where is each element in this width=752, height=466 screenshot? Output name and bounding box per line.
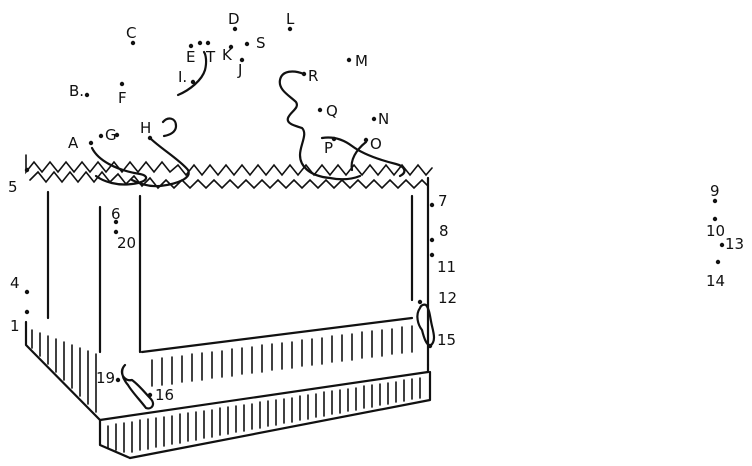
label-6: 6 bbox=[111, 205, 121, 223]
chest-outline bbox=[24, 154, 436, 460]
letter-labels: A B. C D E F G H I. J K L M N O P Q R S … bbox=[68, 10, 389, 157]
label-19: 19 bbox=[96, 369, 115, 387]
label-o: O bbox=[370, 135, 382, 153]
label-20: 20 bbox=[117, 234, 136, 252]
drape-shapes bbox=[90, 50, 406, 188]
label-11: 11 bbox=[437, 258, 456, 276]
label-l: L bbox=[286, 10, 295, 28]
label-7: 7 bbox=[438, 192, 448, 210]
label-h: H bbox=[140, 119, 151, 137]
label-t: T bbox=[205, 48, 216, 66]
label-14: 14 bbox=[706, 272, 725, 290]
label-9: 9 bbox=[710, 182, 720, 200]
base-hatching bbox=[31, 325, 421, 453]
zigzag-rim-top bbox=[25, 154, 433, 177]
label-12: 12 bbox=[438, 289, 457, 307]
zigzag-rim-bottom bbox=[29, 170, 429, 190]
label-4: 4 bbox=[10, 274, 20, 292]
dots bbox=[24, 26, 725, 398]
label-13: 13 bbox=[725, 235, 744, 253]
label-j: J bbox=[237, 61, 242, 79]
label-i: I. bbox=[178, 68, 187, 86]
label-q: Q bbox=[326, 102, 338, 120]
label-1: 1 bbox=[10, 317, 20, 335]
label-16: 16 bbox=[155, 386, 174, 404]
label-c: C bbox=[126, 24, 136, 42]
label-5: 5 bbox=[8, 178, 18, 196]
label-g: G bbox=[105, 126, 117, 144]
label-b: B. bbox=[69, 82, 84, 100]
right-handle bbox=[416, 303, 436, 348]
left-handle bbox=[120, 363, 155, 410]
label-k: K bbox=[222, 46, 233, 64]
label-n: N bbox=[378, 110, 389, 128]
number-labels: 1 4 5 6 7 8 9 10 11 12 13 14 15 16 19 20 bbox=[8, 178, 744, 404]
label-s: S bbox=[256, 34, 266, 52]
label-d: D bbox=[228, 10, 240, 28]
label-8: 8 bbox=[439, 222, 449, 240]
label-f: F bbox=[118, 89, 127, 107]
label-15: 15 bbox=[437, 331, 456, 349]
label-p: P bbox=[324, 139, 333, 157]
label-r: R bbox=[308, 67, 318, 85]
label-a: A bbox=[68, 134, 79, 152]
label-10: 10 bbox=[706, 222, 725, 240]
label-e: E bbox=[186, 48, 195, 66]
label-m: M bbox=[355, 52, 368, 70]
